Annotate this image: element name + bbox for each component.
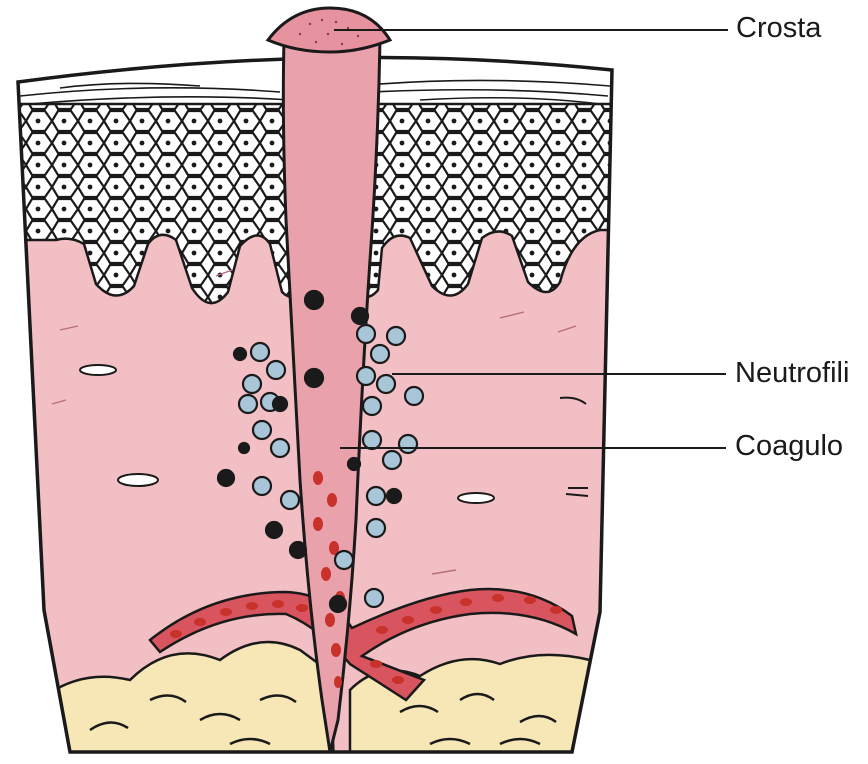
label-crosta: Crosta — [736, 14, 821, 43]
epidermis — [0, 104, 868, 303]
label-neutrofili: Neutrofili — [735, 359, 849, 388]
label-coagulo: Coagulo — [735, 432, 843, 461]
